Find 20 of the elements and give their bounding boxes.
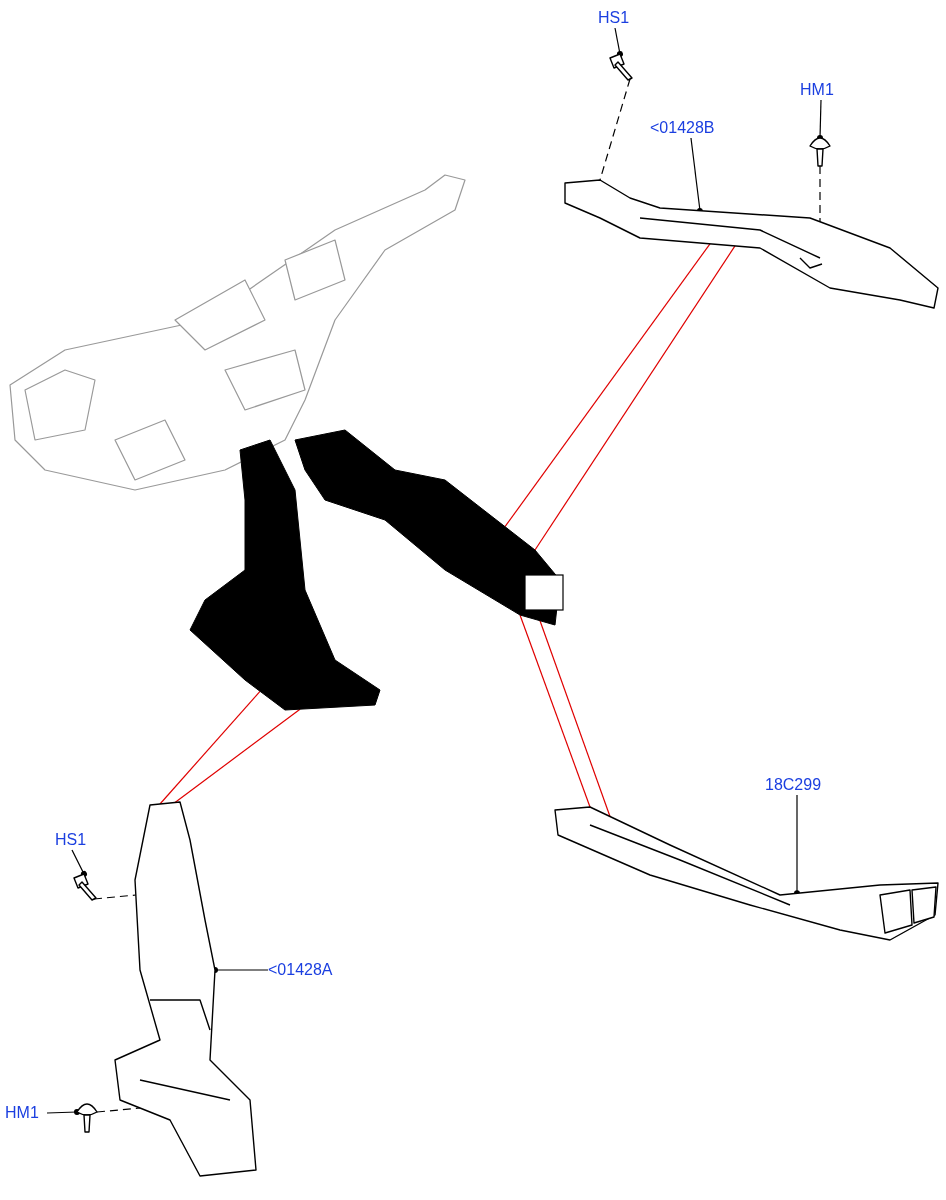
callout-label: HM1 [800, 80, 842, 100]
locator-line [534, 245, 736, 551]
locator-line [159, 690, 261, 805]
callout-label: 18C299 [765, 775, 829, 795]
locator-line [539, 620, 611, 818]
fitting-axis-line [819, 165, 821, 223]
callout-label: <01428A [268, 960, 350, 980]
callout-label: HM1 [5, 1103, 47, 1123]
locator-line [174, 708, 301, 804]
screw-drawing [72, 872, 96, 900]
callout-label: <01428B [650, 118, 732, 138]
callout-label: HS1 [598, 8, 632, 28]
leader-line [817, 99, 823, 141]
leader-line [614, 27, 623, 57]
screw-drawing [608, 52, 634, 82]
callout-label: HS1 [55, 830, 89, 850]
leader-line [71, 849, 87, 877]
leader-line [46, 1109, 80, 1115]
locator-line [519, 614, 591, 808]
locator-line [504, 243, 711, 528]
